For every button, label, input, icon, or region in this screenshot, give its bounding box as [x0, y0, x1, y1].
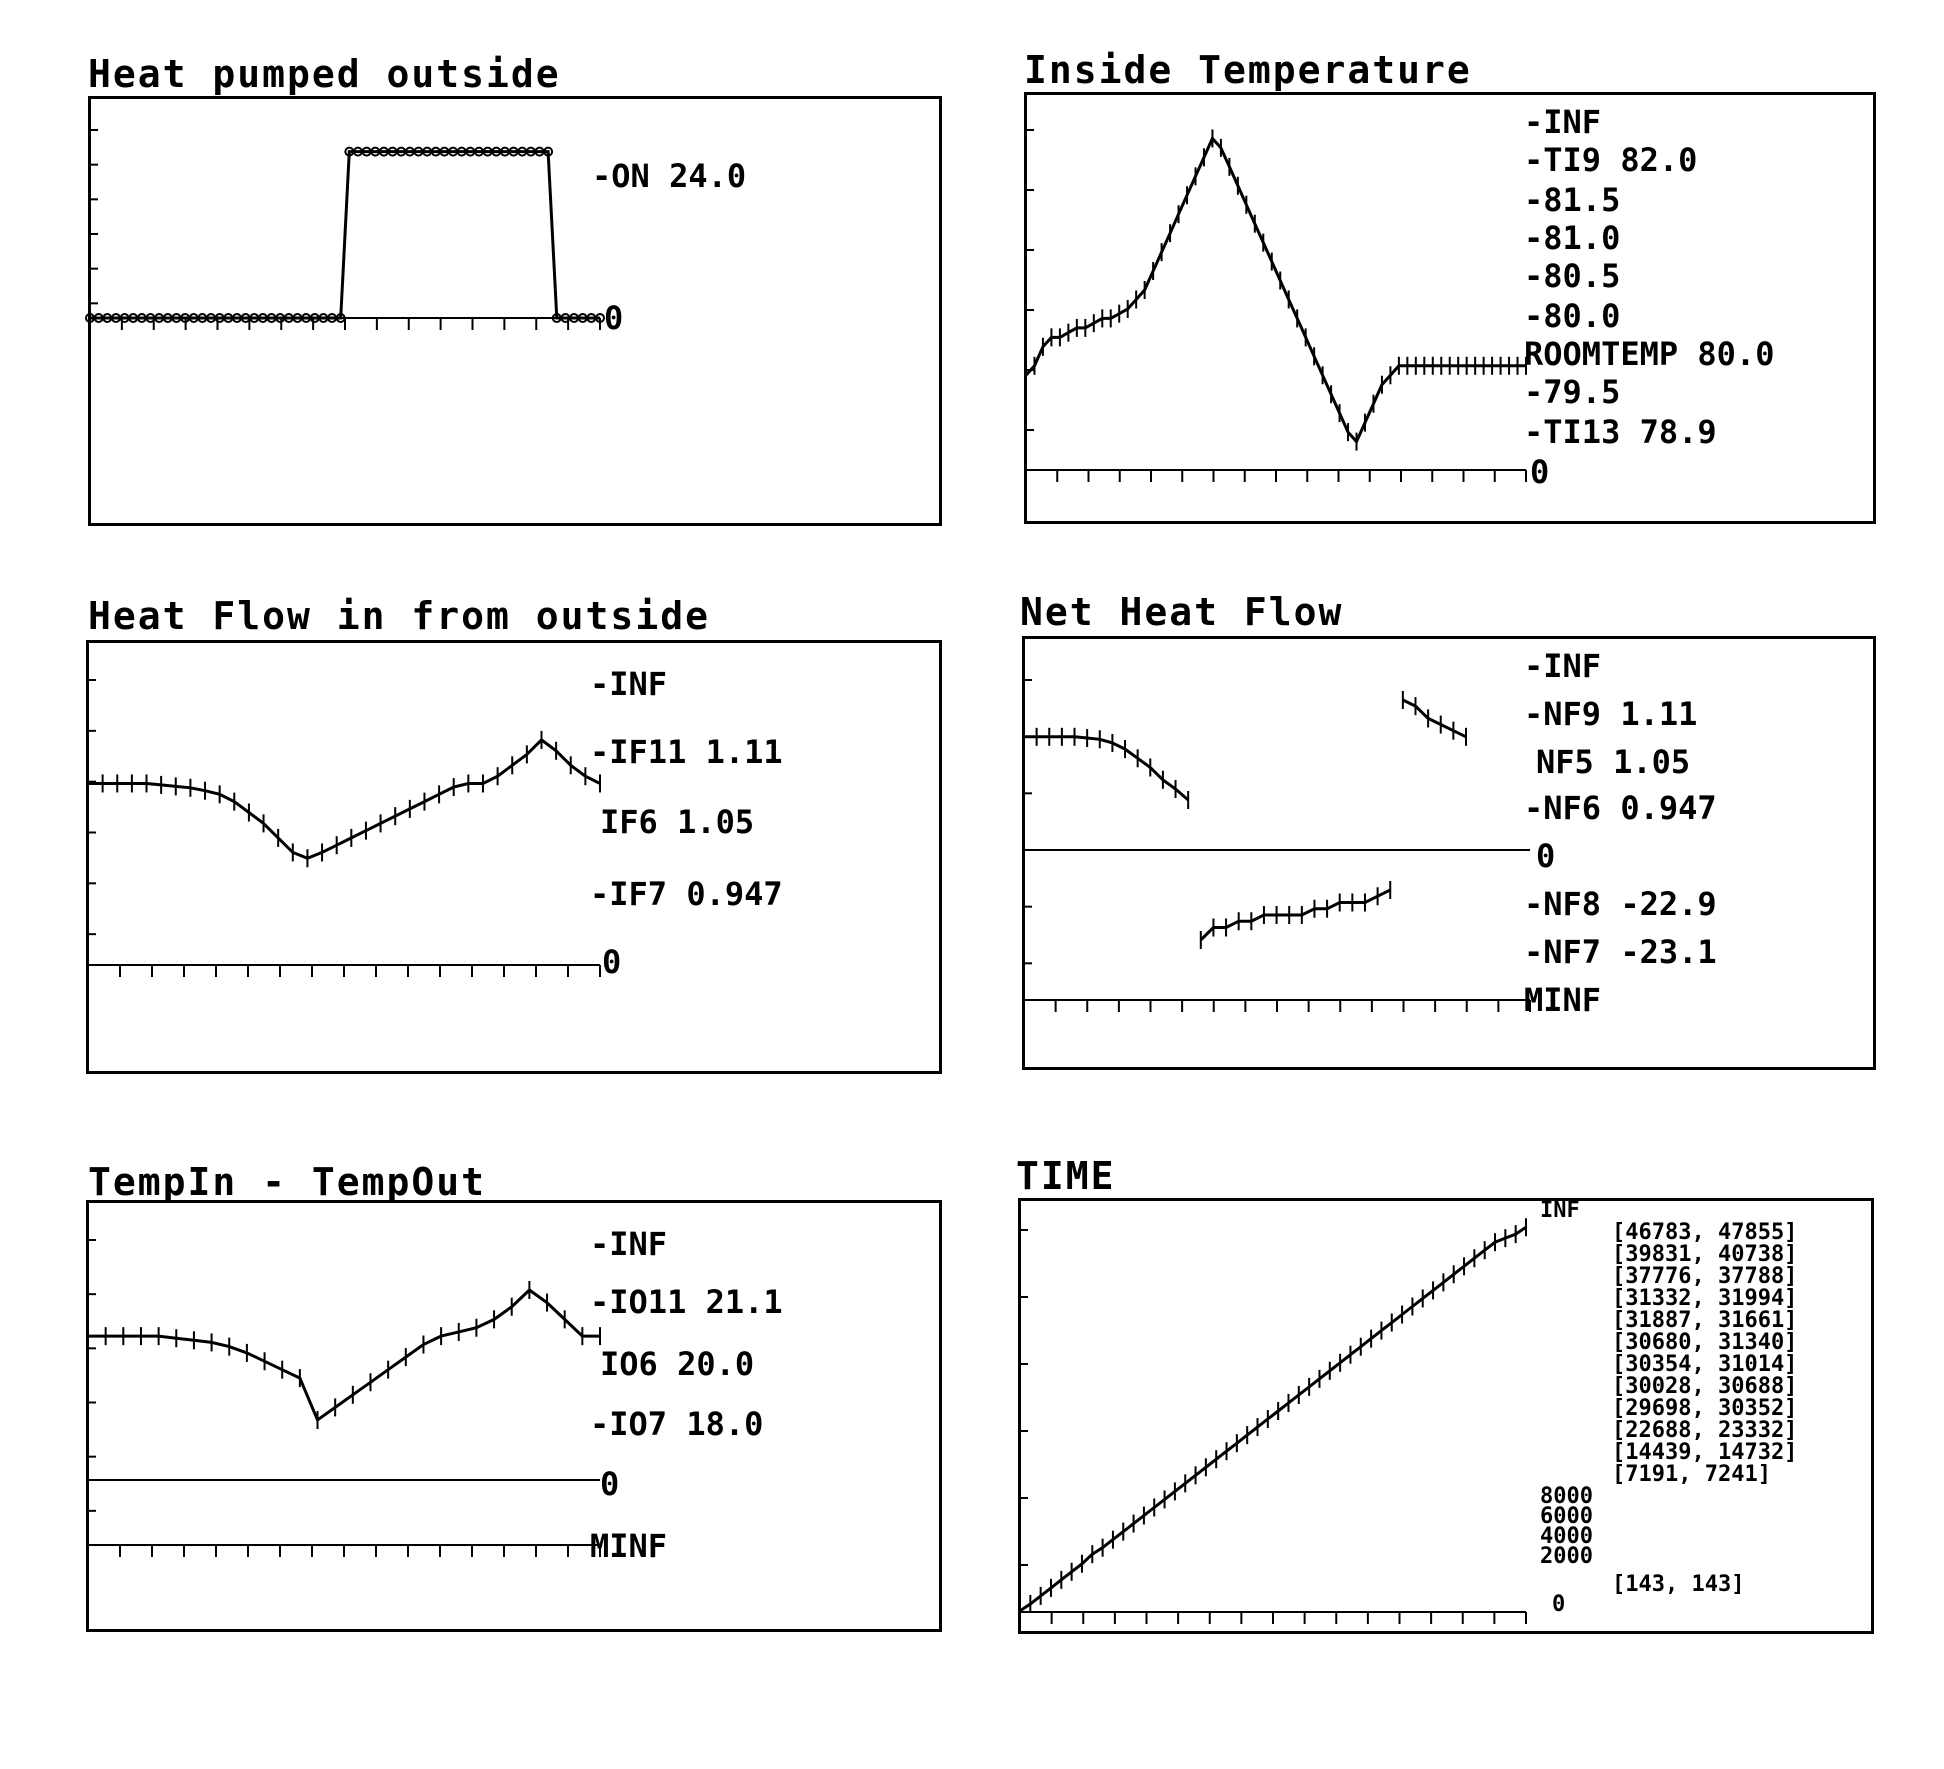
label-roomtemp: ROOMTEMP 80.0 — [1524, 335, 1775, 373]
label-range-5: [31887, 31661] — [1612, 1308, 1798, 1333]
label-8000: 8000 — [1540, 1484, 1593, 1509]
label-range-12: [7191, 7241] — [1612, 1462, 1771, 1487]
label-inf: INF — [1540, 1198, 1580, 1223]
net-heat-flow-series-line — [1199, 888, 1391, 942]
heat-pumped-series-line — [90, 150, 600, 320]
label-if6: IF6 1.05 — [600, 803, 755, 841]
plot-frame-heat-pumped — [88, 96, 942, 526]
label-range-8: [30028, 30688] — [1612, 1374, 1798, 1399]
label-zero: 0 — [602, 943, 622, 981]
label-io7: -IO7 18.0 — [590, 1405, 764, 1443]
plot-frame-heat-flow-in — [86, 640, 942, 1074]
label-minf: MINF — [590, 1527, 668, 1565]
label-6000: 6000 — [1540, 1504, 1593, 1529]
plot-frame-time — [1018, 1198, 1874, 1634]
label-zero: 0 — [1530, 453, 1550, 491]
label-80-0: -80.0 — [1524, 297, 1621, 335]
label-81-5: -81.5 — [1524, 181, 1621, 219]
label-zero: 0 — [600, 1465, 620, 1503]
label-inf: -INF — [1524, 103, 1602, 141]
time-series-line — [1019, 1225, 1527, 1613]
label-inf: -INF — [590, 1225, 668, 1263]
label-zero: 0 — [1536, 837, 1556, 875]
label-ti13: -TI13 78.9 — [1524, 413, 1717, 451]
label-inf: -INF — [1524, 647, 1602, 685]
net-heat-flow-series-line — [1402, 698, 1467, 739]
label-inf: -INF — [590, 665, 668, 703]
label-minf: MINF — [1524, 981, 1602, 1019]
label-on: -ON 24.0 — [592, 157, 747, 195]
label-if7: -IF7 0.947 — [590, 875, 783, 913]
chart-title-inside-temp: Inside Temperature — [1024, 48, 1472, 92]
label-range-7: [30354, 31014] — [1612, 1352, 1798, 1377]
label-zero: 0 — [1552, 1592, 1566, 1617]
label-range-6: [30680, 31340] — [1612, 1330, 1798, 1355]
label-range-4: [31332, 31994] — [1612, 1286, 1798, 1311]
chart-title-tempin-tempout: TempIn - TempOut — [88, 1160, 487, 1204]
label-range-9: [29698, 30352] — [1612, 1396, 1798, 1421]
chart-title-time: TIME — [1016, 1154, 1116, 1198]
label-io11: -IO11 21.1 — [590, 1283, 783, 1321]
plot-frame-tempin-tempout — [86, 1200, 942, 1632]
heat-pumped-point — [335, 313, 346, 323]
label-2000: 2000 — [1540, 1544, 1593, 1569]
heat-pumped-point — [595, 313, 605, 323]
chart-title-heat-pumped: Heat pumped outside — [88, 52, 561, 96]
label-nf9: -NF9 1.11 — [1524, 695, 1698, 733]
label-range-10: [22688, 23332] — [1612, 1418, 1798, 1443]
chart-title-heat-flow-in: Heat Flow in from outside — [88, 594, 710, 638]
label-nf6: -NF6 0.947 — [1524, 789, 1717, 827]
label-nf7: -NF7 -23.1 — [1524, 933, 1717, 971]
heat-flow-in-series-line — [88, 737, 601, 860]
chart-title-net-heat-flow: Net Heat Flow — [1020, 590, 1344, 634]
inside-temp-series-line — [1024, 135, 1526, 445]
label-79-5: -79.5 — [1524, 373, 1621, 411]
label-81-0: -81.0 — [1524, 219, 1621, 257]
label-nf5: NF5 1.05 — [1536, 743, 1691, 781]
label-range-1: [46783, 47855] — [1612, 1220, 1798, 1245]
label-ti9: -TI9 82.0 — [1524, 141, 1698, 179]
tempin-tempout-series-line — [88, 1288, 600, 1423]
label-nf8: -NF8 -22.9 — [1524, 885, 1717, 923]
label-io6: IO6 20.0 — [600, 1345, 755, 1383]
plot-frame-inside-temp — [1024, 92, 1876, 524]
plot-frame-net-heat-flow — [1022, 636, 1876, 1070]
heat-pumped-point — [543, 146, 554, 157]
net-heat-flow-series-line — [1024, 735, 1190, 802]
label-80-5: -80.5 — [1524, 257, 1621, 295]
label-if11: -IF11 1.11 — [590, 733, 783, 771]
label-range-3: [37776, 37788] — [1612, 1264, 1798, 1289]
label-range-2: [39831, 40738] — [1612, 1242, 1798, 1267]
label-zero: 0 — [604, 299, 624, 337]
label-range-143: [143, 143] — [1612, 1572, 1745, 1597]
label-range-11: [14439, 14732] — [1612, 1440, 1798, 1465]
label-4000: 4000 — [1540, 1524, 1593, 1549]
